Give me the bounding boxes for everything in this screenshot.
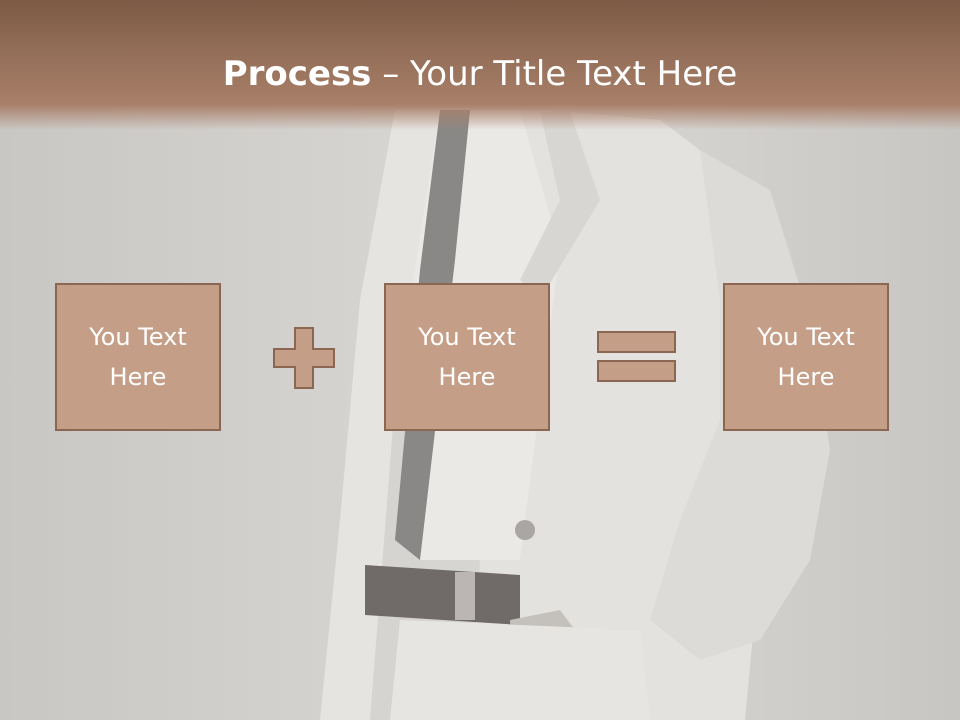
- title-banner: [0, 0, 960, 130]
- equals-icon: [597, 331, 676, 382]
- box-2-line-2: Here: [438, 363, 496, 391]
- box-1-line-1: You Text: [89, 323, 187, 351]
- box-2-line-1: You Text: [418, 323, 516, 351]
- title-bold: Process: [222, 54, 372, 94]
- plus-icon: [273, 327, 335, 389]
- process-box-3[interactable]: You Text Here: [723, 283, 889, 431]
- box-3-line-2: Here: [777, 363, 835, 391]
- box-1-line-2: Here: [109, 363, 167, 391]
- box-3-line-1: You Text: [757, 323, 855, 351]
- process-box-1[interactable]: You Text Here: [55, 283, 221, 431]
- slide-title: Process – Your Title Text Here: [0, 52, 960, 96]
- process-box-2[interactable]: You Text Here: [384, 283, 550, 431]
- title-rest: – Your Title Text Here: [371, 54, 738, 94]
